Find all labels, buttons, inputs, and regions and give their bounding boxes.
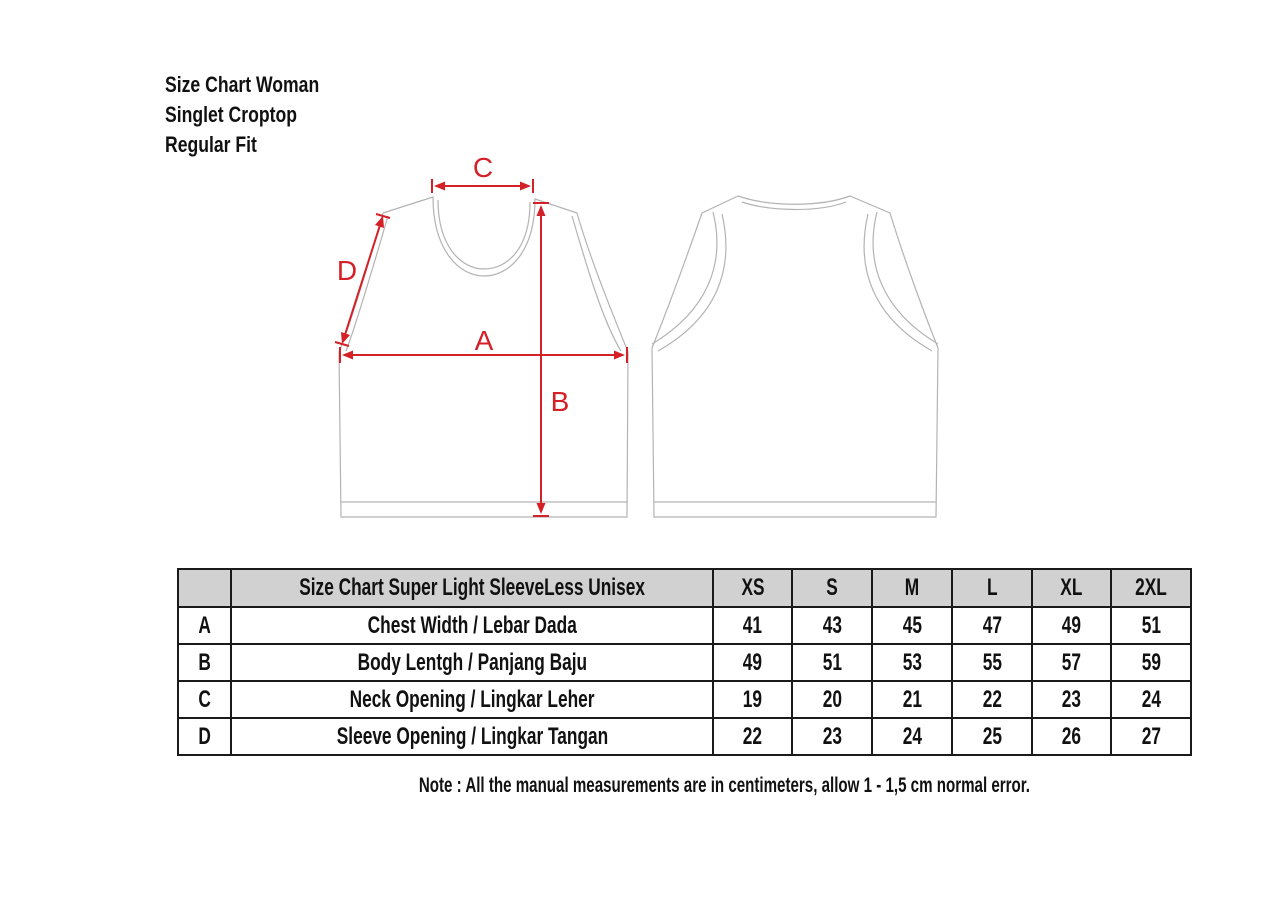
- cell-d-xs: 22: [712, 717, 794, 756]
- size-col-header-m: M: [871, 568, 954, 608]
- cell-c-2xl: 24: [1110, 680, 1193, 719]
- table-title-cell: Size Chart Super Light SleeveLess Unisex: [229, 568, 715, 608]
- size-col-header-s: S: [791, 568, 874, 608]
- row-label-d: Sleeve Opening / Lingkar Tangan: [229, 717, 715, 756]
- row-key-b: B: [177, 643, 232, 682]
- back-right-racerback-curve: [863, 213, 933, 352]
- table-header-row: Size Chart Super Light SleeveLess Unisex…: [177, 568, 1193, 608]
- cell-b-s: 51: [791, 643, 874, 682]
- dimension-label-d: D: [336, 255, 358, 286]
- title-block: Size Chart Woman Singlet Croptop Regular…: [165, 70, 358, 160]
- title-line-3: Regular Fit: [165, 132, 257, 157]
- row-key-c: C: [177, 680, 232, 719]
- note-text: Note : All the manual measurements are i…: [418, 774, 1031, 797]
- row-key-d: D: [177, 717, 232, 756]
- cell-d-l: 25: [951, 717, 1034, 756]
- dimension-label-a: A: [474, 325, 494, 356]
- size-col-header-2xl: 2XL: [1110, 568, 1193, 608]
- size-col-header-xl: XL: [1031, 568, 1113, 608]
- dimension-label-b: B: [550, 386, 570, 417]
- cell-b-l: 55: [951, 643, 1034, 682]
- back-view-outline: [651, 195, 939, 518]
- title-line-1: Size Chart Woman: [165, 72, 320, 97]
- dimension-line-b: [533, 202, 549, 517]
- cell-b-xl: 57: [1031, 643, 1113, 682]
- cell-c-m: 21: [871, 680, 954, 719]
- cell-a-m: 45: [871, 606, 954, 645]
- cell-a-2xl: 51: [1110, 606, 1193, 645]
- front-view-outline: [338, 196, 629, 518]
- cell-c-xs: 19: [712, 680, 794, 719]
- dimension-label-c: C: [472, 152, 494, 183]
- cell-a-xs: 41: [712, 606, 794, 645]
- size-col-header-l: L: [951, 568, 1034, 608]
- cell-a-xl: 49: [1031, 606, 1113, 645]
- size-chart-table: Size Chart Super Light SleeveLess Unisex…: [177, 568, 1193, 756]
- row-label-c: Neck Opening / Lingkar Leher: [229, 680, 715, 719]
- row-label-b: Body Lentgh / Panjang Baju: [229, 643, 715, 682]
- size-col-header-xs: XS: [712, 568, 794, 608]
- front-right-armhole-binding: [571, 215, 622, 352]
- cell-d-s: 23: [791, 717, 874, 756]
- cell-d-m: 24: [871, 717, 954, 756]
- cell-b-2xl: 59: [1110, 643, 1193, 682]
- back-neck-binding: [741, 201, 847, 211]
- cell-d-2xl: 27: [1110, 717, 1193, 756]
- table-row-a: A Chest Width / Lebar Dada 41 43 45 47 4…: [177, 606, 1193, 645]
- row-label-a: Chest Width / Lebar Dada: [229, 606, 715, 645]
- title-line-2: Singlet Croptop: [165, 102, 297, 127]
- table-row-b: B Body Lentgh / Panjang Baju 49 51 53 55…: [177, 643, 1193, 682]
- table-corner-cell: [177, 568, 232, 608]
- cell-b-m: 53: [871, 643, 954, 682]
- cell-d-xl: 26: [1031, 717, 1113, 756]
- cell-c-s: 20: [791, 680, 874, 719]
- cell-b-xs: 49: [712, 643, 794, 682]
- row-key-a: A: [177, 606, 232, 645]
- cell-c-l: 22: [951, 680, 1034, 719]
- cell-a-l: 47: [951, 606, 1034, 645]
- table-row-d: D Sleeve Opening / Lingkar Tangan 22 23 …: [177, 717, 1193, 756]
- front-neck-binding: [437, 199, 531, 270]
- back-left-racerback-binding: [651, 211, 718, 345]
- back-right-racerback-binding: [872, 211, 939, 345]
- cell-c-xl: 23: [1031, 680, 1113, 719]
- cell-a-s: 43: [791, 606, 874, 645]
- table-row-c: C Neck Opening / Lingkar Leher 19 20 21 …: [177, 680, 1193, 719]
- back-left-racerback-curve: [657, 213, 727, 352]
